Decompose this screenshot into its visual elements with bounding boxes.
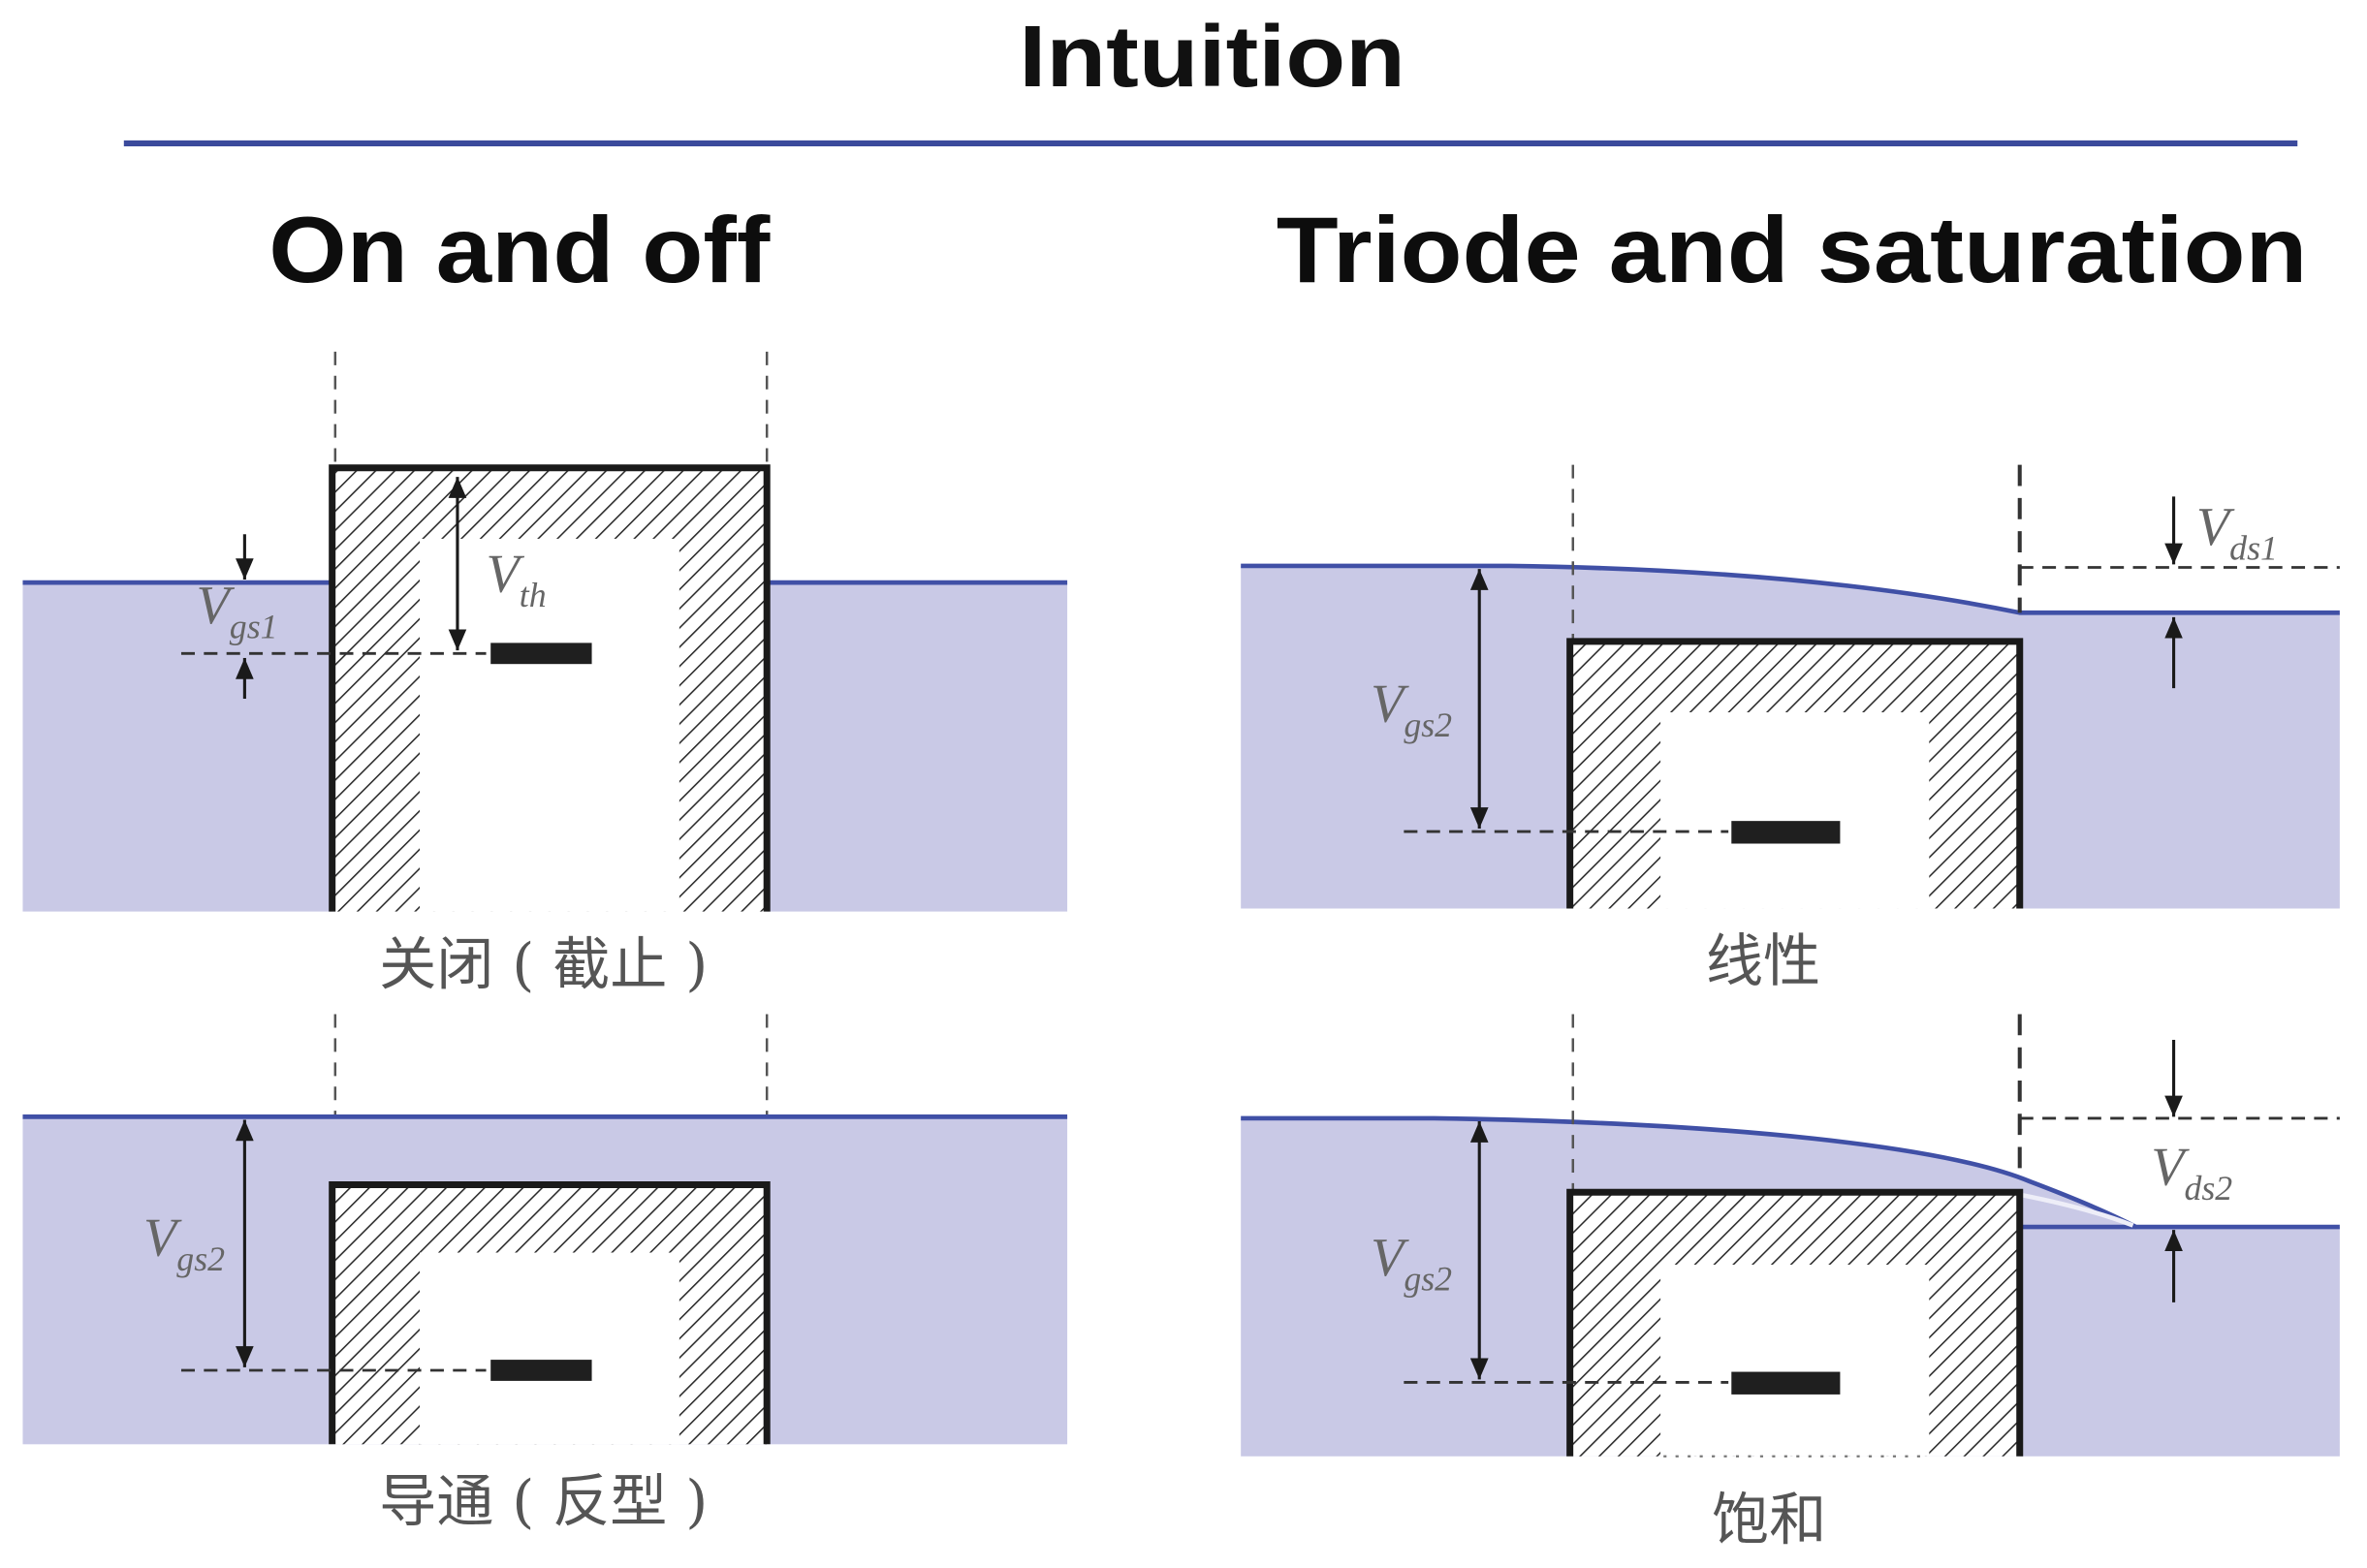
gate-outline [1566,638,2024,909]
diagram-linear: Vgs2 Vds1 线性 [1241,464,2340,994]
vgs2-label-main: V [1371,674,1409,734]
water-drain-side [767,582,1068,912]
vgs2-label-subscript: gs2 [176,1239,225,1278]
diagram-cutoff: Vgs1 Vth 关闭 ( 截止 ) [22,351,1068,997]
vgs2-label-main: V [1371,1228,1409,1288]
slide-title: Intuition [1019,8,1405,106]
vgs1-label-main: V [197,576,236,636]
saturation-caption: 饱和 [1712,1486,1826,1552]
vgs2-label: Vgs2 [143,1208,225,1279]
cutoff-caption: 关闭 ( 截止 ) [379,930,708,997]
vds1-label: Vds1 [2196,497,2278,568]
vth-label-main: V [487,544,525,604]
vgs2-label: Vgs2 [1371,674,1452,744]
gate-interior [1660,1264,1930,1457]
diagram-inversion: Vgs2 导通 ( 反型 ) [22,1014,1068,1535]
vth-label: Vth [487,544,547,614]
threshold-bar [1731,1371,1841,1395]
vgs2-label-main: V [143,1208,182,1269]
vth-label-subscript: th [520,576,547,614]
threshold-bar [1731,821,1841,844]
vgs1-label-subscript: gs1 [230,608,278,646]
water-source-side [22,582,332,912]
gate-outline [1566,1188,2024,1457]
vds1-label-subscript: ds1 [2229,529,2278,568]
water-surface [1241,1115,2340,1230]
vgs2-label: Vgs2 [1371,1228,1452,1299]
right-column-heading: Triode and saturation [1277,199,2308,302]
vds2-label: Vds2 [2151,1137,2232,1207]
inversion-caption: 导通 ( 反型 ) [379,1468,708,1535]
gate-interior [420,1252,679,1445]
vds2-label-subscript: ds2 [2184,1169,2232,1207]
gate-interior [1660,712,1930,909]
threshold-bar [490,1360,592,1381]
vds2-label-main: V [2151,1137,2190,1197]
gate-outline [329,464,771,912]
gate-outline [329,1180,771,1445]
threshold-bar [490,643,592,665]
diagram-saturation: Vgs2 Vds2 饱和 [1241,1014,2340,1552]
vgs2-label-subscript: gs2 [1404,1259,1452,1298]
pinch-off-wedge [2022,1193,2134,1228]
left-column-heading: On and off [268,199,771,302]
vgs1-label: Vgs1 [197,576,278,646]
vds1-label-main: V [2196,497,2235,557]
linear-caption: 线性 [1706,927,1820,994]
vgs2-label-subscript: gs2 [1404,706,1452,744]
water-surface [1241,563,2340,615]
